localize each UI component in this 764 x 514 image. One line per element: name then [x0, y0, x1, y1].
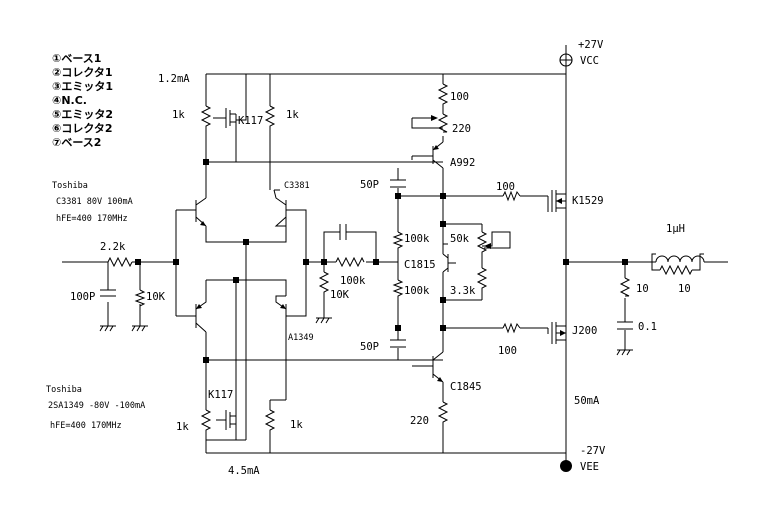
pnp-maker: Toshiba	[46, 385, 82, 395]
vr-bias-label: 50k	[450, 233, 470, 245]
pnp-hfe: hFE=400 170MHz	[50, 421, 122, 431]
current-output-label: 50mA	[574, 395, 600, 407]
pin-legend-2: ②コレクタ1	[52, 66, 113, 79]
c-comp-top-label: 50P	[360, 179, 379, 191]
npn-spec: C3381 80V 100mA	[56, 197, 133, 207]
q-vas-bot-label: C1845	[450, 381, 482, 393]
vee-name-label: VEE	[580, 461, 599, 473]
r-bias-top-label: 100k	[404, 233, 430, 245]
r-bias-bot-label: 100k	[404, 285, 430, 297]
r-vas-top-label: 100	[450, 91, 469, 103]
r-ccs-top-right-label: 1k	[286, 109, 299, 121]
npn-maker: Toshiba	[52, 181, 88, 191]
component-labels: 1.2mA 1k K117 1k C3381 A1349 2.2k 100P 1…	[70, 73, 691, 477]
vcc-voltage-label: +27V	[578, 39, 604, 51]
ground-symbols	[99, 317, 633, 356]
resistor-symbols	[107, 83, 693, 434]
vcc-name-label: VCC	[580, 55, 599, 67]
pin-legend-7: ⑦ベース2	[52, 136, 101, 149]
mosfet-bot-label: J200	[572, 325, 597, 337]
r-vas-bot-label: 220	[410, 415, 429, 427]
r-ccs-top-left-label: 1k	[172, 109, 185, 121]
device-notes: Toshiba C3381 80V 100mA hFE=400 170MHz T…	[46, 181, 145, 431]
r-fb-shunt-label: 10K	[330, 289, 350, 301]
r-ccs-bot-left-label: 1k	[176, 421, 189, 433]
pin-legend-4: ④N.C.	[52, 94, 87, 107]
r-feedback-label: 100k	[340, 275, 366, 287]
rail-terminals	[559, 53, 573, 472]
junction-dots	[135, 159, 628, 363]
q-vas-top-label: A992	[450, 157, 475, 169]
transistor-symbols	[195, 141, 456, 383]
r-bias-33-label: 3.3k	[450, 285, 476, 297]
inductor-symbol	[655, 255, 705, 263]
l-out-label: 1μH	[666, 223, 685, 235]
r-input-label: 2.2k	[100, 241, 126, 253]
pin-legend-1: ①ベース1	[52, 52, 101, 65]
fet-symbols	[225, 108, 567, 440]
current-bottom-label: 4.5mA	[228, 465, 260, 477]
r-vas-trim-label: 220	[452, 123, 471, 135]
r-ccs-bot-right-label: 1k	[290, 419, 303, 431]
r-l-parallel-label: 10	[678, 283, 691, 295]
mosfet-top-label: K1529	[572, 195, 604, 207]
vee-terminal-icon	[560, 460, 572, 472]
r-gate-bot-label: 100	[498, 345, 517, 357]
pin-legend-3: ③エミッタ1	[52, 80, 113, 93]
circuit-wires	[62, 45, 728, 454]
npn-hfe: hFE=400 170MHz	[56, 214, 128, 224]
r-zobel-label: 10	[636, 283, 649, 295]
vee-voltage-label: -27V	[580, 445, 606, 457]
capacitor-symbols	[100, 179, 633, 348]
pnp-spec: 2SA1349 -80V -100mA	[48, 401, 145, 411]
jfet-top-label: K117	[238, 115, 263, 127]
rail-labels: +27V VCC -27V VEE	[578, 39, 606, 473]
current-top-label: 1.2mA	[158, 73, 190, 85]
c-input-label: 100P	[70, 291, 95, 303]
q-npn-pair-label: C3381	[284, 181, 310, 191]
jfet-bottom-label: K117	[208, 389, 233, 401]
q-bias-label: C1815	[404, 259, 436, 271]
pin-legend-6: ⑥コレクタ2	[52, 122, 113, 135]
r-input-shunt-label: 10K	[146, 291, 166, 303]
pin-legend: ①ベース1 ②コレクタ1 ③エミッタ1 ④N.C. ⑤エミッタ2 ⑥コレクタ2 …	[52, 52, 113, 149]
c-zobel-label: 0.1	[638, 321, 657, 333]
q-pnp-pair-label: A1349	[288, 333, 314, 343]
trimmer-arrows	[412, 115, 491, 249]
r-gate-top-label: 100	[496, 181, 515, 193]
c-comp-bot-label: 50P	[360, 341, 379, 353]
pin-legend-5: ⑤エミッタ2	[52, 108, 113, 121]
